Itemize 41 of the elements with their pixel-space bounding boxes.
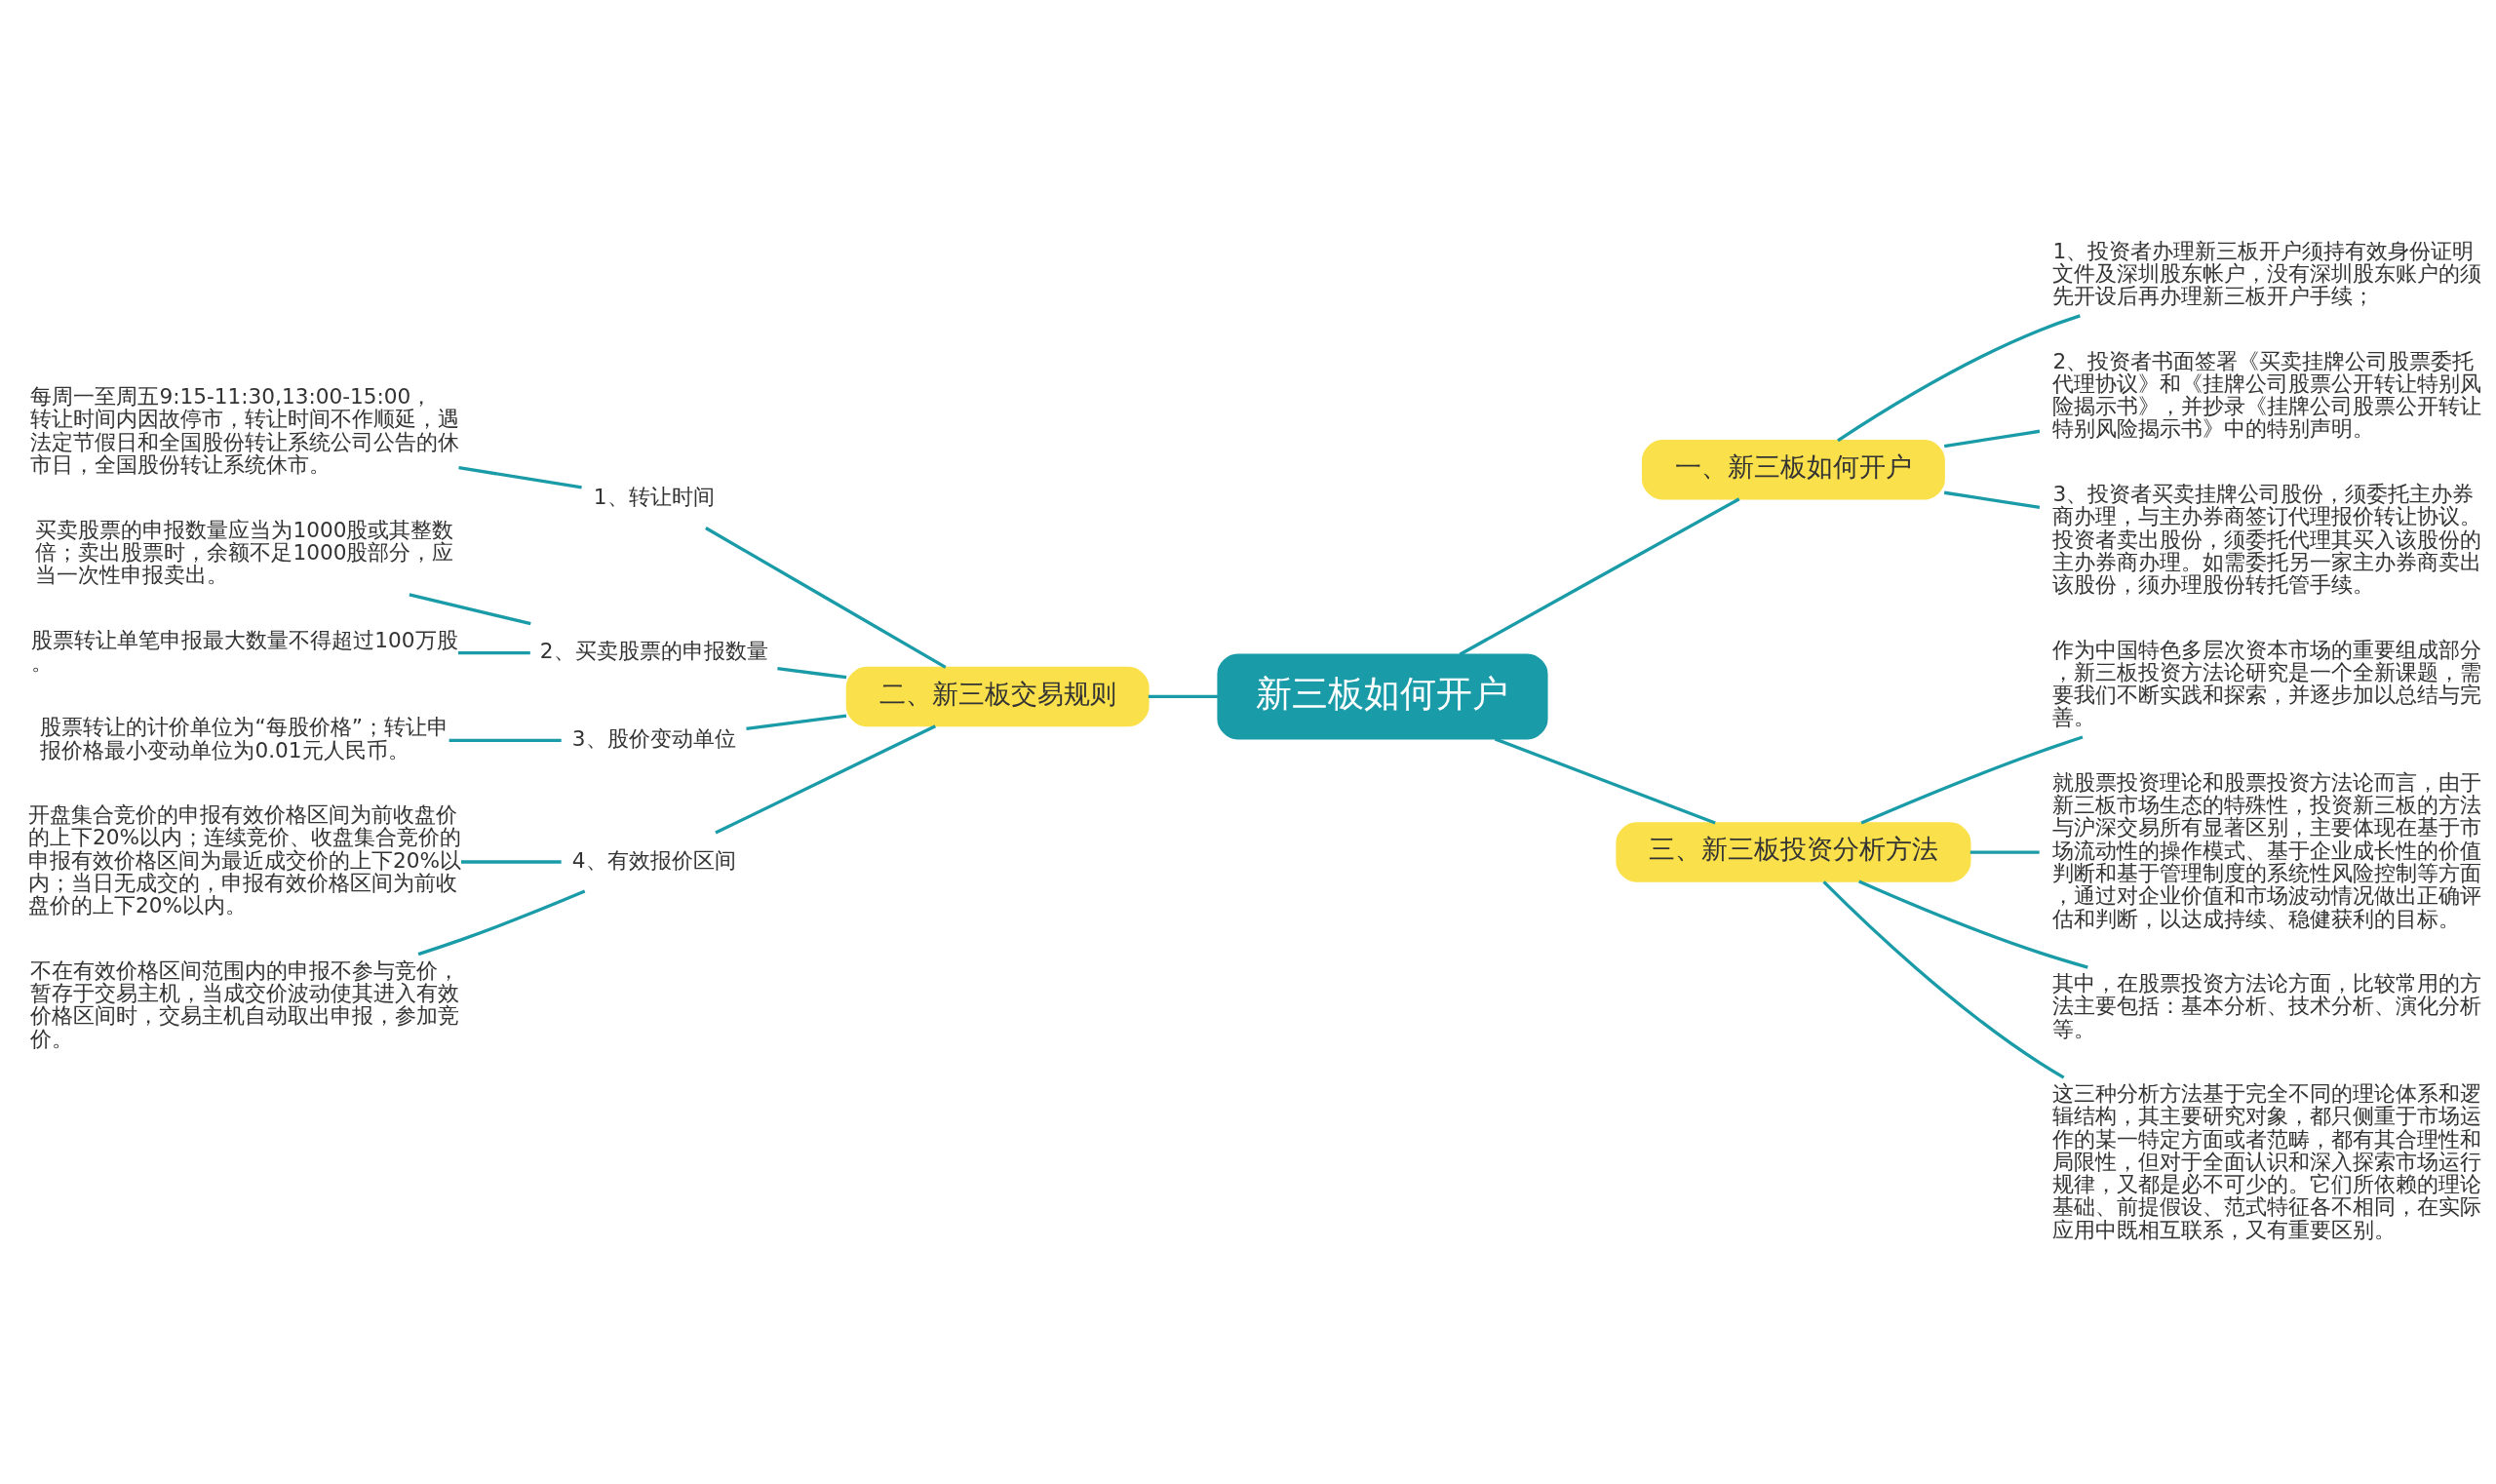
node-text: 每周一至周五9:15-11:30,13:00-15:00，转让时间内因故停市，转让时间不作顺延，遇法定节假日和全国股份转让系统公司公告的休市日，全国股份转让系统休市。 <box>30 384 460 478</box>
node-box: 二、新三板交易规则 <box>845 666 1150 727</box>
node-text: 作为中国特色多层次资本市场的重要组成部分，新三板投资方法论研究是一个全新课题，需要我们不断实践和探索，并逐步加以总结与完善。 <box>2052 637 2482 730</box>
connector <box>448 738 562 742</box>
node-text: 2、买卖股票的申报数量 <box>539 639 768 664</box>
connector <box>1494 737 1716 825</box>
node-text: 1、转让时间 <box>593 485 715 510</box>
connector <box>777 667 847 680</box>
connector <box>458 466 582 489</box>
node-text: 1、投资者办理新三板开户须持有效身份证明文件及深圳股东帐户，没有深圳股东账户的须先开设后再办理新三板开户手续； <box>2052 238 2482 309</box>
connector <box>746 714 847 730</box>
node-text: 3、股价变动单位 <box>571 725 736 751</box>
node-box: 三、新三板投资分析方法 <box>1616 822 1971 882</box>
connector <box>705 527 947 669</box>
connector <box>1860 735 2084 825</box>
connector <box>1943 429 2041 449</box>
node-text: 买卖股票的申报数量应当为1000股或其整数倍；卖出股票时，余额不足1000股部分，应当一次性申报卖出。 <box>35 517 454 588</box>
node-text: 这三种分析方法基于完全不同的理论体系和逻辑结构，其主要研究对象，都只侧重于市场运作的某一特定方面或者范畴，都有其合理性和局限性，但对于全面认识和深入探索市场运行规律，又都是必不可少的。它们所依赖的理论基础、前提假设、范式特征各不相同，在实际应用中既相互联系，又有重要区别。 <box>2052 1081 2482 1242</box>
node-box: 一、新三板如何开户 <box>1642 439 1945 500</box>
node-box: 新三板如何开户 <box>1217 653 1548 740</box>
node-text: 股票转让的计价单位为“每股价格”；转让申报价格最小变动单位为0.01元人民币。 <box>40 715 448 762</box>
node-text: 3、投资者买卖挂牌公司股份，须委托主办券商办理，与主办券商签订代理报价转让协议。投资者卖出股份，须委托代理其买入该股份的主办券商办理。如需委托另一家主办券商卖出该股份，须办理股份转托管手续。 <box>2052 481 2482 598</box>
connector <box>1970 850 2040 854</box>
node-text: 其中，在股票投资方法论方面，比较常用的方法主要包括：基本分析、技术分析、演化分析等。 <box>2052 971 2482 1041</box>
connector <box>461 860 562 864</box>
connector <box>417 889 586 957</box>
connector <box>1943 490 2041 509</box>
connector <box>715 724 937 835</box>
connector <box>1822 880 2065 1079</box>
connector <box>1459 497 1740 656</box>
node-text: 2、投资者书面签署《买卖挂牌公司股票委托代理协议》和《挂牌公司股票公开转让特别风险揭示书》，并抄录《挂牌公司股票公开转让特别风险揭示书》中的特别声明。 <box>2052 348 2482 442</box>
node-text: 不在有效价格区间范围内的申报不参与竞价，暂存于交易主机，当成交价波动使其进入有效价格区间时，交易主机自动取出申报，参加竞价。 <box>30 957 460 1051</box>
node-text: 就股票投资理论和股票投资方法论而言，由于新三板市场生态的特殊性，投资新三板的方法与沪深交易所有显著区别，主要体现在基于市场流动性的操作模式、基于企业成长性的价值判断和基于管理制度的系统性风险控制等方面，通过对企业价值和市场波动情况做出正确评估和判断，以达成持续、稳健获利的目标。 <box>2052 769 2482 931</box>
connector <box>409 593 531 626</box>
connector <box>1148 694 1219 699</box>
connector <box>457 650 530 655</box>
connector <box>1858 879 2088 969</box>
node-text: 4、有效报价区间 <box>571 847 736 873</box>
node-text: 开盘集合竞价的申报有效价格区间为前收盘价的上下20%以内；连续竞价、收盘集合竞价的申报有效价格区间为最近成交价的上下20%以内；当日无成交的，申报有效价格区间为前收盘价的上下20%以内。 <box>28 802 462 918</box>
connector <box>1837 314 2081 443</box>
node-text: 股票转让单笔申报最大数量不得超过100万股。 <box>31 627 458 675</box>
